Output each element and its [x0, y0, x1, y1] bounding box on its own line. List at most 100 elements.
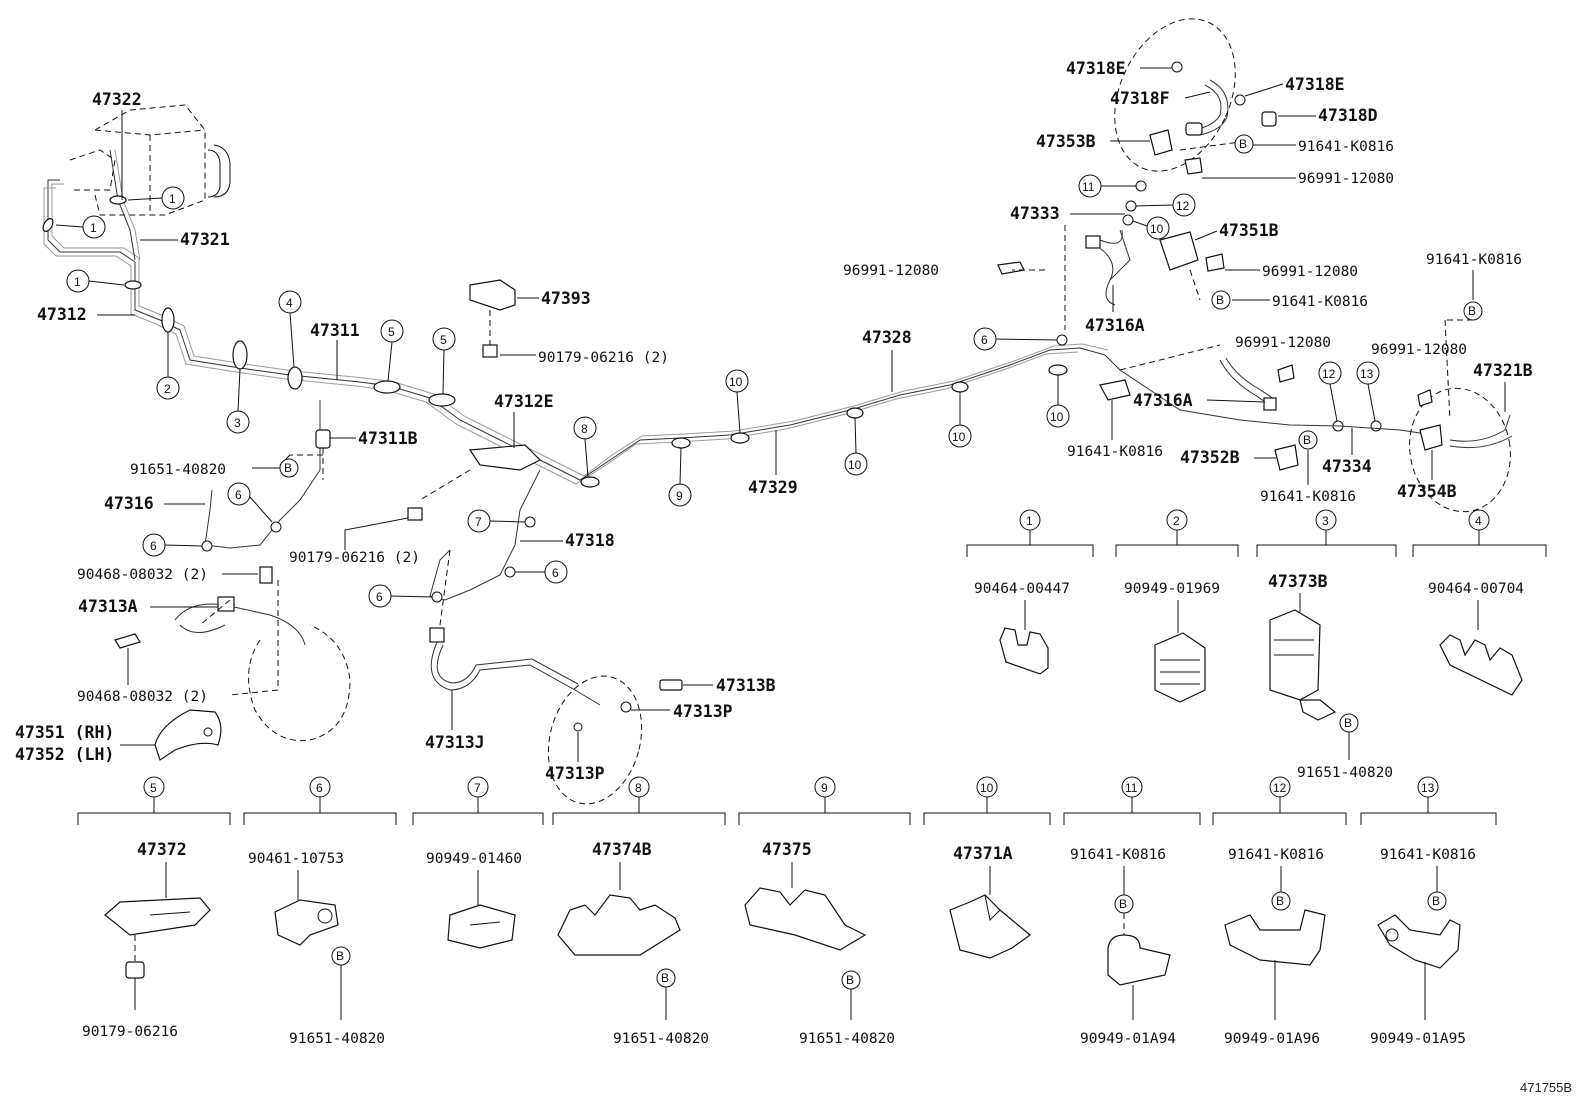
clip-90468[interactable] [114, 566, 273, 649]
clamp-group-8[interactable]: 47374B B 91651-40820 [557, 840, 709, 1047]
label-96991-12080-e: 96991-12080 [1371, 342, 1467, 358]
dashed-leaders [199, 141, 1473, 696]
svg-text:1: 1 [169, 192, 176, 206]
clamp-group-4[interactable]: 90464-00704 [1428, 581, 1524, 696]
bracket-47393[interactable] [469, 279, 516, 358]
svg-text:12: 12 [1322, 367, 1336, 381]
label-91641-K0816-g13: 91641-K0816 [1380, 847, 1476, 863]
rear-right-pipe [1104, 229, 1441, 437]
clamp-group-3[interactable]: 47373B B 91651-40820 [1268, 572, 1393, 781]
label-96991-12080-c: 96991-12080 [1262, 264, 1358, 280]
bleeder-47313B[interactable] [573, 679, 683, 732]
label-47372: 47372 [137, 840, 187, 859]
svg-text:7: 7 [474, 781, 481, 795]
label-47313P-left: 47313P [545, 764, 605, 783]
svg-text:2: 2 [164, 382, 171, 396]
svg-text:11: 11 [1125, 781, 1138, 795]
svg-text:B: B [1276, 894, 1284, 908]
label-47316A-upper: 47316A [1085, 316, 1145, 335]
flex-hose-47316A-upper[interactable] [1085, 229, 1123, 306]
label-90461-10753: 90461-10753 [248, 851, 344, 867]
flex-hose-47321B[interactable] [1400, 380, 1520, 519]
svg-text:B: B [1303, 433, 1311, 447]
label-47311B: 47311B [358, 429, 418, 448]
svg-text:6: 6 [376, 590, 383, 604]
flex-hose-47313J[interactable] [429, 627, 655, 814]
label-90464-00704: 90464-00704 [1428, 581, 1524, 597]
svg-text:1: 1 [90, 221, 97, 235]
label-90179-06216-g5: 90179-06216 [82, 1024, 178, 1040]
svg-text:4: 4 [1475, 514, 1482, 528]
clamp-group-2[interactable]: 90949-01969 [1124, 581, 1220, 703]
label-91641-K0816-c: 91641-K0816 [1426, 252, 1522, 268]
label-96991-12080-d: 96991-12080 [1235, 335, 1331, 351]
clamp-group-brackets [77, 530, 1547, 825]
svg-text:B: B [661, 971, 669, 985]
flex-hose-47316A-lower[interactable] [1219, 357, 1277, 411]
svg-text:13: 13 [1360, 367, 1374, 381]
service-part-labels: 91651-40820 90179-06216 (2) 90179-06216 … [77, 139, 1522, 705]
svg-text:3: 3 [1322, 514, 1329, 528]
block-47312E[interactable] [407, 444, 542, 521]
svg-text:10: 10 [848, 458, 862, 472]
clamp-group-11[interactable]: 91641-K0816 B 90949-01A94 [1070, 847, 1176, 1047]
label-47375: 47375 [762, 840, 812, 859]
clamp-group-5[interactable]: 47372 90179-06216 [82, 840, 211, 1040]
flex-hose-47318F[interactable] [1091, 0, 1258, 191]
label-47329: 47329 [748, 478, 798, 497]
label-47328: 47328 [862, 328, 912, 347]
label-90464-00447: 90464-00447 [974, 581, 1070, 597]
label-96991-12080-b: 96991-12080 [843, 263, 939, 279]
label-47334: 47334 [1322, 457, 1372, 476]
svg-text:4: 4 [286, 296, 293, 310]
diagram-reference-number: 471755B [1520, 1080, 1572, 1095]
label-91651-40820-g9: 91651-40820 [799, 1031, 895, 1047]
clamp-group-9[interactable]: 47375 B 91651-40820 [744, 840, 895, 1047]
label-47316A-lower: 47316A [1133, 391, 1193, 410]
route-markers: 1 1 1 1 2 3 4 5 5 6 6 6 6 6 7 8 9 10 1 [55, 174, 1380, 608]
label-47318E-left: 47318E [1066, 59, 1126, 78]
clamp-group-1[interactable]: 90464-00447 [974, 581, 1070, 675]
label-96991-12080-f: 91641-K0816 [1067, 444, 1163, 460]
label-47318E-right: 47318E [1285, 75, 1345, 94]
clamp-group-7[interactable]: 90949-01460 [426, 851, 522, 949]
svg-text:13: 13 [1421, 781, 1435, 795]
clamp-group-12[interactable]: 91641-K0816 B 90949-01A96 [1224, 847, 1326, 1047]
svg-text:8: 8 [581, 422, 588, 436]
clamp-group-13[interactable]: 91641-K0816 B 90949-01A95 [1370, 847, 1476, 1047]
clamp-group-6[interactable]: 90461-10753 B 91651-40820 [248, 851, 385, 1047]
svg-text:B: B [1432, 894, 1440, 908]
svg-text:5: 5 [150, 781, 157, 795]
pipe-clamp-markers [42, 195, 1068, 488]
svg-text:12: 12 [1176, 199, 1190, 213]
label-90179-06216-a: 90179-06216 (2) [538, 350, 669, 366]
label-91651-40820-g3: 91651-40820 [1297, 765, 1393, 781]
brake-actuator-47322[interactable] [69, 104, 231, 216]
label-47321B: 47321B [1473, 361, 1533, 380]
label-47321: 47321 [180, 230, 230, 249]
svg-text:2: 2 [1173, 514, 1180, 528]
svg-text:10: 10 [952, 430, 966, 444]
label-47318F: 47318F [1110, 89, 1170, 108]
label-47316: 47316 [104, 494, 154, 513]
svg-text:7: 7 [475, 515, 482, 529]
label-47311: 47311 [310, 321, 360, 340]
label-47371A: 47371A [953, 844, 1013, 863]
svg-text:1: 1 [1026, 514, 1033, 528]
label-47313A: 47313A [78, 597, 138, 616]
label-91651-40820: 91651-40820 [130, 462, 226, 478]
label-90468-08032-a: 90468-08032 (2) [77, 567, 208, 583]
rear-brackets[interactable] [997, 61, 1443, 471]
label-47312E: 47312E [494, 392, 554, 411]
svg-text:3: 3 [234, 416, 241, 430]
label-47351B: 47351B [1219, 221, 1279, 240]
union-47311B[interactable] [315, 429, 331, 480]
bracket-47351-47352[interactable] [154, 709, 222, 761]
label-47318: 47318 [565, 531, 615, 550]
clamp-group-10[interactable]: 47371A [949, 844, 1031, 959]
svg-text:6: 6 [235, 488, 242, 502]
label-91651-40820-g6: 91651-40820 [289, 1031, 385, 1047]
svg-text:B: B [1119, 897, 1127, 911]
flex-hose-47313A[interactable] [174, 596, 351, 742]
